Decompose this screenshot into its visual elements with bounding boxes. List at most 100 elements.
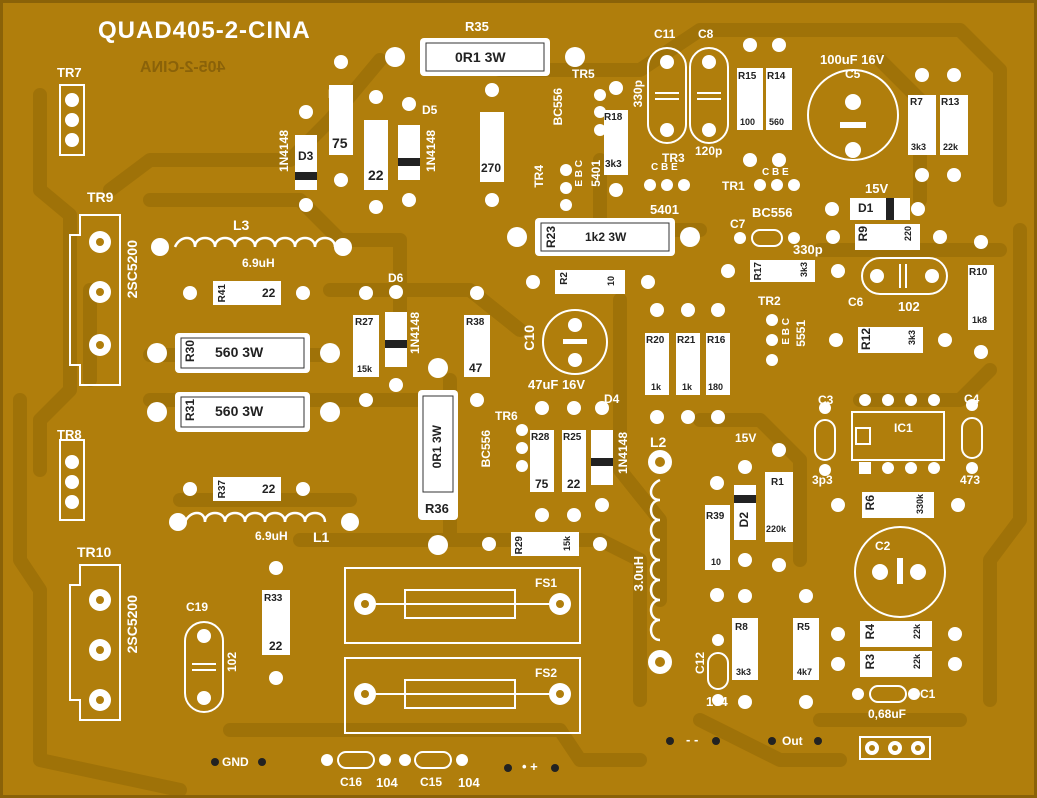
tr10-part: 2SC5200 xyxy=(124,595,140,654)
c8-label: C8 xyxy=(698,27,714,41)
r36-body xyxy=(418,358,458,555)
diodes xyxy=(295,97,925,567)
ceramic-caps xyxy=(337,229,983,769)
three-pin-header xyxy=(859,736,931,760)
c1-value: 0,68uF xyxy=(868,707,907,721)
c4-label: C4 xyxy=(964,392,980,406)
r28-value: 75 xyxy=(535,477,549,491)
l3-value: 6.9uH xyxy=(242,256,275,270)
r36-value: 0R1 3W xyxy=(430,425,444,469)
r29-value: 15k xyxy=(562,536,572,552)
r15-label: R15 xyxy=(738,71,757,82)
tr1-pins: C B E xyxy=(762,167,789,178)
r35-value: 0R1 3W xyxy=(455,49,506,65)
tr7-label: TR7 xyxy=(57,65,82,80)
l1-value: 6.9uH xyxy=(255,529,288,543)
r20-value: 1k xyxy=(651,382,662,392)
r10-value: 1k8 xyxy=(972,315,988,325)
tr4-pins: E B C xyxy=(574,160,585,187)
c4-value: 473 xyxy=(960,473,981,487)
horizontal-resistors xyxy=(183,224,965,677)
r18-value: 3k3 xyxy=(605,159,622,170)
r8-label: R8 xyxy=(735,622,748,633)
ic1-chip xyxy=(851,394,945,474)
l2-value: 3.0uH xyxy=(631,556,646,592)
r35-body xyxy=(385,38,585,76)
r21-value: 1k xyxy=(682,382,693,392)
c19-value: 102 xyxy=(225,652,239,673)
r6-label: R6 xyxy=(863,495,877,511)
r30-label: R30 xyxy=(183,340,197,363)
c11-label: C11 xyxy=(654,27,676,41)
c8-value: 120p xyxy=(695,144,723,158)
r24-label: R24 xyxy=(364,122,387,136)
tr1-label: TR1 xyxy=(722,179,745,193)
r20-label: R20 xyxy=(646,335,665,346)
c10-label: C10 xyxy=(521,325,537,351)
tr8-header xyxy=(59,439,85,521)
tr3-label: TR3 xyxy=(662,151,685,165)
tr2-part: 5551 xyxy=(794,320,808,347)
tr2-pins: E B C xyxy=(781,318,792,345)
r13-value: 22k xyxy=(943,142,959,152)
c7-label: C7 xyxy=(730,217,746,231)
r16-label: R16 xyxy=(707,335,726,346)
l3-label: L3 xyxy=(233,217,250,233)
r18-label: R18 xyxy=(604,112,623,123)
small-resistors xyxy=(262,38,994,709)
r12-value: 3k3 xyxy=(907,330,917,346)
c2-label: C2 xyxy=(875,539,891,553)
l1-label: L1 xyxy=(313,529,330,545)
d3-part: 1N4148 xyxy=(277,130,291,173)
tr4-label: TR4 xyxy=(532,165,546,188)
c19-c6-caps xyxy=(184,257,948,713)
r17-value: 3k3 xyxy=(799,262,809,278)
r39-label: R39 xyxy=(706,511,725,522)
r24-value: 22 xyxy=(368,167,384,183)
r28-label: R28 xyxy=(531,432,550,443)
c19-label: C19 xyxy=(186,600,209,614)
power-minus-label: - - xyxy=(686,732,699,747)
c7-value: 330p xyxy=(793,242,823,257)
mirror-title: 405-2-CINA xyxy=(140,59,226,76)
r7-value: 3k3 xyxy=(911,142,927,152)
tr3-pins: C B E xyxy=(651,162,678,173)
c11-value: 330p xyxy=(631,80,645,108)
c12-label: C12 xyxy=(693,652,707,675)
tr4-part: 5401 xyxy=(589,160,603,187)
r37-label: R37 xyxy=(217,480,228,499)
d6-part: 1N4148 xyxy=(408,312,422,355)
bottom-connector-pads xyxy=(211,737,822,772)
r25-label: R25 xyxy=(563,432,582,443)
r33-label: R33 xyxy=(264,593,283,604)
tr9-body xyxy=(69,214,121,386)
r31-label: R31 xyxy=(183,399,197,422)
small-transistor-pads xyxy=(516,89,800,472)
gnd-label: GND xyxy=(222,755,249,769)
l2-label: L2 xyxy=(650,434,667,450)
d5-part: 1N4148 xyxy=(424,130,438,173)
tr9-label: TR9 xyxy=(87,189,114,205)
board-title: QUAD405-2-CINA xyxy=(98,17,311,44)
r4-label: R4 xyxy=(863,624,877,640)
power-plus-label: • + xyxy=(522,759,538,774)
c1-label: C1 xyxy=(920,687,936,701)
tr7-header xyxy=(59,84,85,156)
tr1-part: BC556 xyxy=(752,205,793,220)
tr8-label: TR8 xyxy=(57,427,82,442)
r1-value: 220k xyxy=(766,524,787,534)
fs1-label: FS1 xyxy=(535,576,558,590)
r33-value: 22 xyxy=(269,639,283,653)
c3-value: 3p3 xyxy=(812,473,833,487)
r7-label: R7 xyxy=(910,97,923,108)
r5-label: R5 xyxy=(797,622,810,633)
r16-value: 180 xyxy=(708,382,724,392)
fs1-holder xyxy=(344,567,581,644)
r26-label: R26 xyxy=(328,87,351,101)
r22-label: R22 xyxy=(480,115,503,129)
tr5-part: BC556 xyxy=(551,88,565,126)
r36-label: R36 xyxy=(425,501,449,516)
r23-body xyxy=(507,218,700,256)
r5-value: 4k7 xyxy=(797,667,813,677)
r26-value: 75 xyxy=(332,135,348,151)
